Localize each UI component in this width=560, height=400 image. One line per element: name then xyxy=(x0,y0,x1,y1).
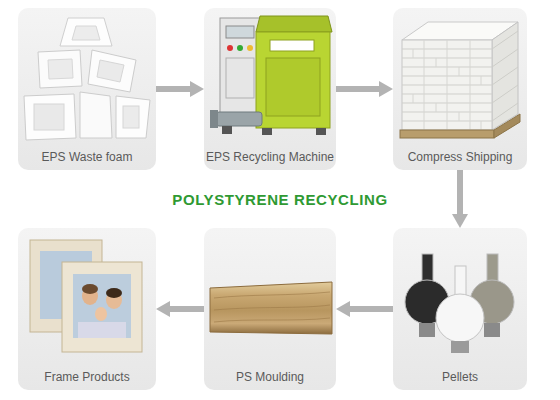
machine-hopper xyxy=(256,16,332,32)
stack-front xyxy=(402,40,492,130)
foam-piece xyxy=(116,96,150,138)
block-lines xyxy=(413,40,481,130)
foam-piece xyxy=(38,50,82,88)
caption-area: EPS Recycling Machine xyxy=(204,150,336,164)
pallet xyxy=(400,130,494,138)
step-caption: EPS Recycling Machine xyxy=(204,150,336,164)
flask-stand xyxy=(451,341,469,353)
flask-stand xyxy=(419,323,435,337)
foam-piece xyxy=(97,60,124,82)
flask-neck xyxy=(455,266,466,298)
cabinet-button xyxy=(247,45,253,51)
foam-piece xyxy=(48,59,73,79)
cabinet-display xyxy=(226,26,254,38)
diagram-title: POLYSTYRENE RECYCLING xyxy=(0,191,560,208)
photo-person xyxy=(106,288,122,298)
control-cabinet xyxy=(220,18,260,114)
photo-person xyxy=(82,284,98,294)
stack-illustration xyxy=(400,22,520,138)
picture-frame xyxy=(62,262,142,352)
pallet xyxy=(494,114,520,138)
foam-piece xyxy=(80,92,112,138)
cabinet-door xyxy=(226,58,254,98)
foam-piece xyxy=(123,106,139,128)
caption-area: Compress Shipping xyxy=(393,150,527,164)
foam-piece xyxy=(24,94,76,140)
photo-person xyxy=(95,307,107,321)
moulding-strip xyxy=(210,282,332,334)
flow-arrow xyxy=(336,86,379,92)
foam-piece xyxy=(72,26,100,40)
stack-side xyxy=(492,22,518,130)
barrel-outlet xyxy=(210,110,218,128)
caption-area: Pellets xyxy=(393,370,527,384)
foam-piece xyxy=(34,104,64,130)
step-caption: Pellets xyxy=(393,370,527,384)
caption-area: Frame Products xyxy=(18,370,156,384)
wood-grain xyxy=(214,292,330,322)
step-caption: PS Moulding xyxy=(204,370,336,384)
moulding-illustration xyxy=(210,282,332,334)
caption-area: PS Moulding xyxy=(204,370,336,384)
flask-bulb xyxy=(436,294,484,342)
pellets-illustration xyxy=(405,254,514,353)
flow-arrow xyxy=(156,86,190,92)
machine-body xyxy=(256,32,330,128)
flow-arrow xyxy=(170,306,204,312)
cabinet-button xyxy=(237,45,243,51)
step-caption: Compress Shipping xyxy=(393,150,527,164)
flow-arrow xyxy=(457,170,463,214)
caption-area: EPS Waste foam xyxy=(18,150,156,164)
flask-stand xyxy=(484,323,500,337)
step-caption: EPS Waste foam xyxy=(18,150,156,164)
machine-illustration xyxy=(210,16,332,135)
step-caption: Frame Products xyxy=(18,370,156,384)
screw-barrel xyxy=(216,112,262,126)
flow-arrow xyxy=(350,306,393,312)
machine-logo-plate xyxy=(270,40,314,51)
foam-illustration xyxy=(24,18,150,140)
flask-neck xyxy=(422,254,433,284)
foam-piece xyxy=(88,50,136,92)
machine-foot xyxy=(316,128,326,135)
frame-photo xyxy=(73,274,131,338)
block-lines xyxy=(492,31,518,121)
machine-door xyxy=(266,58,320,116)
frames-illustration xyxy=(30,240,142,352)
machine-foot xyxy=(262,128,272,135)
flask-neck xyxy=(487,254,498,284)
cabinet-button xyxy=(227,45,233,51)
photo-person xyxy=(78,322,126,338)
foam-piece xyxy=(60,18,112,46)
machine-foot xyxy=(222,126,232,134)
